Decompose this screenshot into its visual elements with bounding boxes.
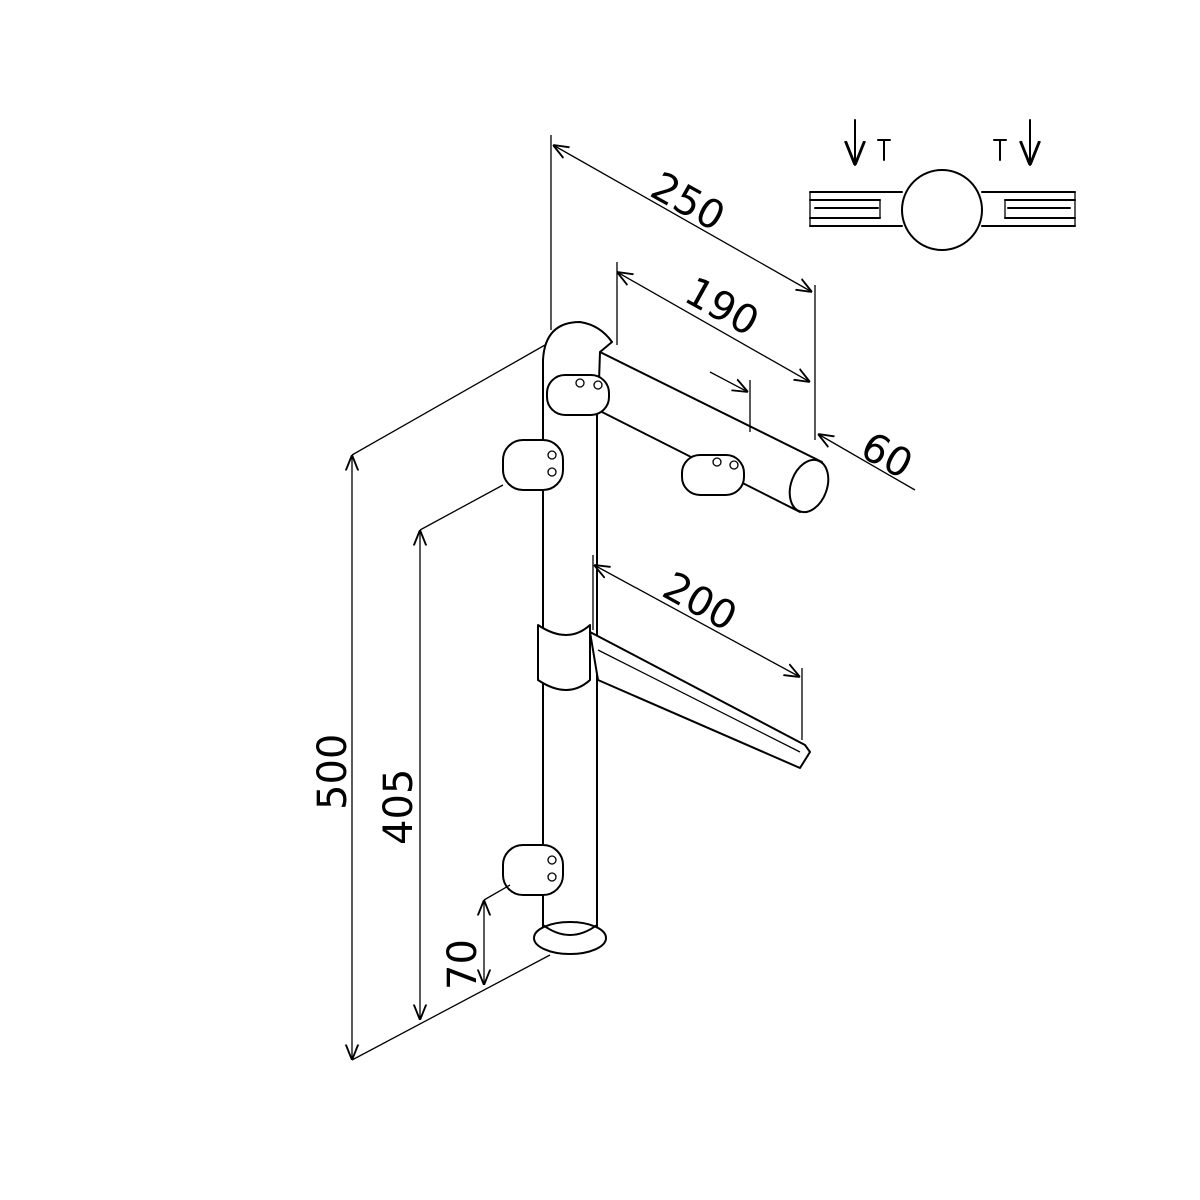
dimension-60: 60: [853, 424, 920, 489]
glass-clamp: [681, 454, 745, 496]
dimension-250: 250: [643, 164, 732, 241]
glass-clamp: [502, 844, 564, 896]
screw-icon: [993, 139, 1007, 161]
screw-icon: [877, 139, 891, 161]
dimension-lines: [352, 135, 916, 1061]
glass-clamp: [546, 374, 610, 416]
post-assembly: [502, 321, 830, 955]
mounting-detail-inset: [809, 119, 1076, 251]
dimension-500: 500: [310, 734, 356, 810]
dimension-190: 190: [677, 269, 766, 346]
dimension-200: 200: [655, 564, 744, 641]
glass-clamp: [502, 439, 564, 491]
dimension-405: 405: [376, 769, 422, 845]
dimension-70: 70: [440, 939, 486, 990]
